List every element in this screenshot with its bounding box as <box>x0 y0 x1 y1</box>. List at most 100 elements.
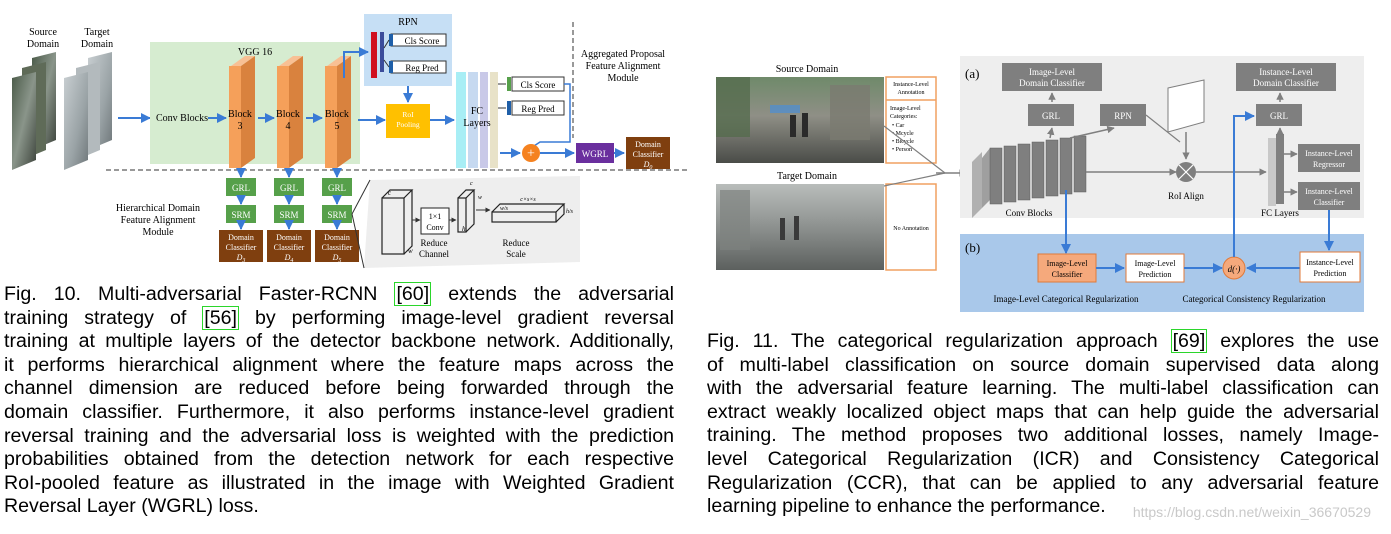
block-5: Block 5 <box>325 56 351 168</box>
reduce-channel-label: Channel <box>419 249 449 259</box>
figure-10-caption: Fig. 10. Multi-adversarial Faster-RCNN [… <box>4 282 674 518</box>
aggregated-module-label: Aggregated Proposal <box>581 49 665 60</box>
citation-link[interactable]: [69] <box>1170 329 1208 353</box>
svg-text:Classifier: Classifier <box>633 150 664 159</box>
rpn-box-fig11 <box>1100 104 1146 126</box>
figure-10-diagram: Source Domain Target Domain VGG 16 Conv … <box>12 14 690 269</box>
svg-text:h: h <box>462 225 466 233</box>
svg-text:• Person: • Person <box>892 147 912 153</box>
wgrl-box <box>576 143 614 163</box>
svg-text:No Annotation: No Annotation <box>893 226 929 232</box>
svg-text:c: c <box>470 181 473 187</box>
rpn-box <box>364 14 452 86</box>
panel-b-label: (b) <box>965 240 980 255</box>
reduce-scale-label: Scale <box>506 249 526 259</box>
svg-text:Classifier: Classifier <box>1314 198 1345 207</box>
svg-text:w: w <box>478 195 482 201</box>
svg-text:D0: D0 <box>643 160 653 171</box>
svg-text:Image-Level: Image-Level <box>1029 67 1075 77</box>
plus-node <box>522 144 540 162</box>
svg-text:GRL: GRL <box>280 183 298 193</box>
svg-text:SRM: SRM <box>279 210 298 220</box>
svg-text:Domain: Domain <box>324 233 350 242</box>
svg-text:Domain: Domain <box>276 233 302 242</box>
svg-text:Instance-Level: Instance-Level <box>893 82 929 88</box>
fc-layers-label-fig11: FC Layers <box>1261 208 1299 218</box>
svg-text:Instance-Level: Instance-Level <box>1305 187 1353 196</box>
reduce-channel-label: Reduce <box>421 238 448 248</box>
conv-blocks-stack <box>972 135 1087 218</box>
figure-11-diagram: Source Domain Target Domain Instance-Lev… <box>716 56 1364 312</box>
svg-text:Block: Block <box>276 109 300 120</box>
hierarchical-branch-4: GRL SRM Domain Classifier D4 <box>267 168 311 264</box>
svg-text:Instance-Level: Instance-Level <box>1305 149 1353 158</box>
hierarchical-module-label: Hierarchical Domain <box>116 203 200 214</box>
svg-text:Image-Level: Image-Level <box>890 106 921 112</box>
figure-11-caption: Fig. 11. The categorical regularization … <box>707 329 1379 518</box>
svg-text:GRL: GRL <box>1270 111 1288 121</box>
svg-text:Categories:: Categories: <box>890 114 918 120</box>
citation-link[interactable]: [56] <box>202 305 239 330</box>
source-domain-images <box>12 52 56 170</box>
image-level-domain-classifier <box>1002 63 1102 91</box>
svg-text:RPN: RPN <box>1114 111 1132 121</box>
conv-blocks-label: Conv Blocks <box>156 113 208 124</box>
watermark-url: https://blog.csdn.net/weixin_36670529 <box>1132 504 1371 520</box>
plus-symbol: + <box>527 147 535 162</box>
block-3: Block 3 <box>228 56 255 168</box>
grl-box-right <box>1256 104 1302 126</box>
svg-text:Domain Classifier: Domain Classifier <box>1019 78 1085 88</box>
svg-text:Domain: Domain <box>228 233 254 242</box>
svg-text:Pooling: Pooling <box>396 120 420 129</box>
reduce-scale-label: Reduce <box>503 238 530 248</box>
svg-text:Conv: Conv <box>426 223 443 232</box>
svg-text:c×s×s: c×s×s <box>520 197 536 203</box>
instance-level-domain-classifier <box>1236 63 1336 91</box>
srm-detail-panel <box>364 176 580 268</box>
svg-text:Image-Level: Image-Level <box>1135 259 1177 268</box>
fc-layers-label: FC <box>471 106 484 117</box>
svg-text:SRM: SRM <box>327 210 346 220</box>
svg-text:w: w <box>408 247 413 255</box>
svg-text:GRL: GRL <box>328 183 346 193</box>
ccr-label: Categorical Consistency Regularization <box>1183 294 1326 304</box>
svg-text:RoI: RoI <box>402 110 414 119</box>
roi-align-label: RoI Align <box>1168 191 1204 201</box>
reg-pred-label-2: Reg Pred <box>521 104 555 114</box>
svg-text:Classifier: Classifier <box>322 243 353 252</box>
svg-text:Prediction: Prediction <box>1314 269 1347 278</box>
svg-text:Domain Classifier: Domain Classifier <box>1253 78 1319 88</box>
image-level-prediction <box>1125 253 1185 283</box>
svg-text:Prediction: Prediction <box>1139 270 1172 279</box>
instance-level-classifier <box>1298 182 1360 210</box>
cls-score-label: Cls Score <box>405 36 440 46</box>
svg-text:5: 5 <box>335 121 340 132</box>
panel-a-label: (a) <box>965 66 979 81</box>
svg-text:h/s: h/s <box>566 209 574 215</box>
conv-blocks-label-fig11: Conv Blocks <box>1006 208 1053 218</box>
cls-score-label-2: Cls Score <box>521 80 556 90</box>
svg-text:D3: D3 <box>236 253 246 264</box>
citation-link[interactable]: [60] <box>394 282 432 306</box>
consistency-function: d(·) <box>1228 264 1241 274</box>
aggregated-module-label: Module <box>607 73 639 84</box>
svg-text:SRM: SRM <box>231 210 250 220</box>
fc-layers-label: Layers <box>463 118 490 129</box>
roi-pooling-box <box>386 104 430 138</box>
target-domain-label: Domain <box>81 39 113 50</box>
svg-text:1×1: 1×1 <box>429 212 442 221</box>
svg-text:Regressor: Regressor <box>1313 160 1345 169</box>
svg-text:4: 4 <box>286 121 291 132</box>
proposals-icon <box>1167 79 1205 133</box>
svg-text:Annotation: Annotation <box>898 90 925 96</box>
svg-text:• Mcycle: • Mcycle <box>892 131 914 137</box>
instance-level-prediction <box>1299 251 1361 283</box>
source-domain-label: Source <box>29 27 57 38</box>
icr-label: Image-Level Categorical Regularization <box>994 294 1139 304</box>
svg-text:Classifier: Classifier <box>274 243 305 252</box>
svg-text:Domain: Domain <box>635 140 661 149</box>
svg-text:w/s: w/s <box>500 206 509 212</box>
source-domain-label: Domain <box>27 39 59 50</box>
svg-text:Block: Block <box>228 109 252 120</box>
svg-text:GRL: GRL <box>232 183 250 193</box>
